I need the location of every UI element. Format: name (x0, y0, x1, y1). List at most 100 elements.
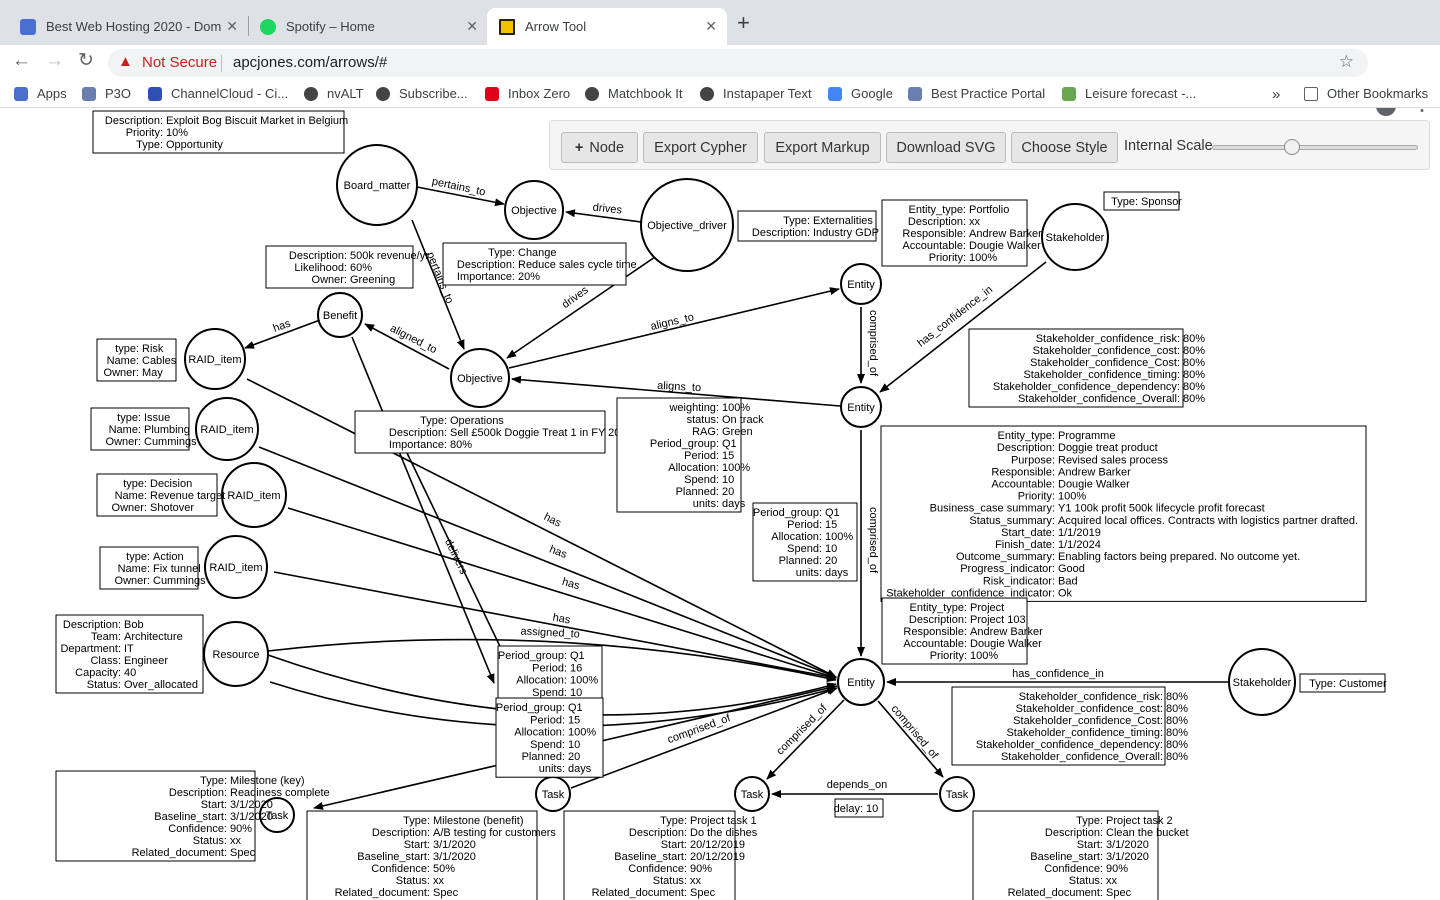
node-circle[interactable] (837, 658, 885, 706)
node-circle[interactable] (203, 621, 269, 687)
forward-icon[interactable]: → (45, 50, 64, 71)
node-circle[interactable] (640, 178, 734, 272)
bookmark-google[interactable]: Google (828, 86, 893, 101)
node-circle[interactable] (259, 797, 295, 833)
property-box[interactable]: Entity_type:PortfolioDescription:xxRespo… (881, 199, 1042, 267)
relationship-arrow[interactable] (273, 571, 837, 681)
relationship-arrow[interactable] (258, 446, 837, 678)
relationship-arrow[interactable] (508, 287, 840, 369)
node-circle[interactable] (734, 776, 770, 812)
graph-node-raid1[interactable]: RAID_item (184, 328, 246, 390)
bookmark-star-icon[interactable]: ☆ (1338, 52, 1354, 71)
node-circle[interactable] (336, 144, 418, 226)
relationship-arrow[interactable] (506, 256, 656, 359)
node-circle[interactable] (221, 462, 287, 528)
more-bookmarks-icon[interactable]: » (1272, 86, 1281, 103)
relationship-arrow[interactable] (416, 186, 505, 207)
tab-best-web-hosting[interactable]: Best Web Hosting 2020 - Dom ✕ (8, 8, 248, 45)
property-box[interactable]: Period_group:Q1Period:16Allocation:100%S… (497, 645, 603, 702)
node-circle[interactable] (317, 292, 363, 338)
bookmark-apps[interactable]: Apps (14, 86, 67, 101)
relationship-arrow[interactable] (287, 507, 837, 680)
graph-node-raid3[interactable]: RAID_item (221, 462, 287, 528)
address-bar[interactable]: ▲ Not Secure apcjones.com/arrows/# ☆ (108, 49, 1368, 77)
relationship-arrow[interactable] (244, 319, 321, 349)
graph-node-raid2[interactable]: RAID_item (195, 397, 259, 461)
bookmark-instapaper-text[interactable]: Instapaper Text (700, 86, 812, 101)
relationship-arrow[interactable] (877, 700, 944, 778)
property-box[interactable]: Period_group:Q1Period:15Allocation:100%S… (752, 502, 858, 582)
relationship-arrow[interactable] (565, 209, 642, 223)
add-node-button[interactable]: +Node (561, 132, 638, 163)
back-icon[interactable]: ← (12, 50, 31, 71)
relationship-arrow[interactable] (511, 375, 841, 407)
choose-style-button[interactable]: Choose Style (1011, 132, 1118, 163)
graph-node-task3[interactable]: Task (734, 776, 770, 812)
node-circle[interactable] (1041, 203, 1109, 271)
property-box[interactable]: Description:BobTeam:ArchitectureDepartme… (55, 614, 204, 694)
warning-icon[interactable]: ▲ (118, 53, 133, 70)
node-circle[interactable] (504, 180, 564, 240)
property-box[interactable]: weighting:100%status:On trackRAG:GreenPe… (616, 397, 764, 513)
new-tab-icon[interactable]: + (737, 10, 750, 35)
close-tab-icon[interactable]: ✕ (466, 18, 478, 34)
node-circle[interactable] (939, 776, 975, 812)
export-markup-button[interactable]: Export Markup (764, 132, 881, 163)
node-circle[interactable] (840, 386, 882, 428)
graph-node-ent2[interactable]: Entity (840, 386, 882, 428)
graph-node-board[interactable]: Board_matter (336, 144, 418, 226)
graph-node-raid4[interactable]: RAID_item (204, 535, 268, 599)
reload-icon[interactable]: ↻ (78, 50, 94, 71)
property-box[interactable]: Entity_type:ProgrammeDescription:Doggie … (880, 425, 1367, 602)
slider-thumb[interactable] (1284, 139, 1301, 155)
graph-node-task2[interactable]: Task (535, 776, 571, 812)
tab-arrow-tool[interactable]: Arrow Tool ✕ (487, 8, 727, 45)
relationship-arrow[interactable] (364, 323, 450, 370)
close-tab-icon[interactable]: ✕ (226, 18, 238, 34)
node-circle[interactable] (204, 535, 268, 599)
bookmark-best-practice-portal[interactable]: Best Practice Portal (908, 86, 1045, 101)
property-box[interactable]: Type:Milestone (benefit)Description:A/B … (306, 810, 556, 900)
tab-spotify[interactable]: Spotify – Home ✕ (248, 8, 488, 45)
property-box[interactable]: Type:Sponsor (1103, 191, 1182, 211)
graph-node-benefit[interactable]: Benefit (317, 292, 363, 338)
relationship-arrow[interactable] (395, 429, 521, 689)
node-circle[interactable] (1228, 648, 1296, 716)
security-status[interactable]: Not Secure (142, 54, 218, 71)
download-svg-button[interactable]: Download SVG (886, 132, 1006, 163)
graph-node-sh2[interactable]: Stakeholder (1228, 648, 1296, 716)
property-box[interactable]: Type:Milestone (key)Description:Readines… (55, 770, 330, 862)
bookmark-leisure-forecast[interactable]: Leisure forecast -... (1062, 86, 1196, 101)
property-box[interactable]: Period_group:Q1Period:15Allocation:100%S… (495, 697, 604, 778)
relationship-arrow[interactable] (351, 336, 495, 684)
bookmark-channelcloud-ci[interactable]: ChannelCloud - Ci... (148, 86, 288, 101)
relationship-arrow[interactable] (411, 219, 465, 350)
property-box[interactable]: Stakeholder_confidence_risk:80%Stakehold… (968, 328, 1205, 408)
property-box[interactable]: Type:Customer (1299, 673, 1387, 693)
bookmark-matchbook-it[interactable]: Matchbook It (585, 86, 682, 101)
graph-node-sh1[interactable]: Stakeholder (1041, 203, 1109, 271)
relationship-arrow[interactable] (570, 687, 838, 789)
bookmark-p3o[interactable]: P3O (82, 86, 131, 101)
property-box[interactable]: Description:500k revenue/yrLikelihood:60… (265, 245, 429, 289)
property-box[interactable]: Description:Exploit Bog Biscuit Market i… (92, 110, 348, 154)
relationship-arrow[interactable] (879, 261, 1047, 393)
relationship-arrow[interactable] (246, 378, 837, 678)
url-text[interactable]: apcjones.com/arrows/# (233, 54, 388, 71)
node-circle[interactable] (184, 328, 246, 390)
graph-node-obj1[interactable]: Objective (504, 180, 564, 240)
graph-node-task1[interactable]: Task (259, 797, 295, 833)
graph-node-obj2[interactable]: Objective (450, 348, 510, 408)
export-cypher-button[interactable]: Export Cypher (643, 132, 758, 163)
graph-node-objdrv[interactable]: Objective_driver (640, 178, 734, 272)
